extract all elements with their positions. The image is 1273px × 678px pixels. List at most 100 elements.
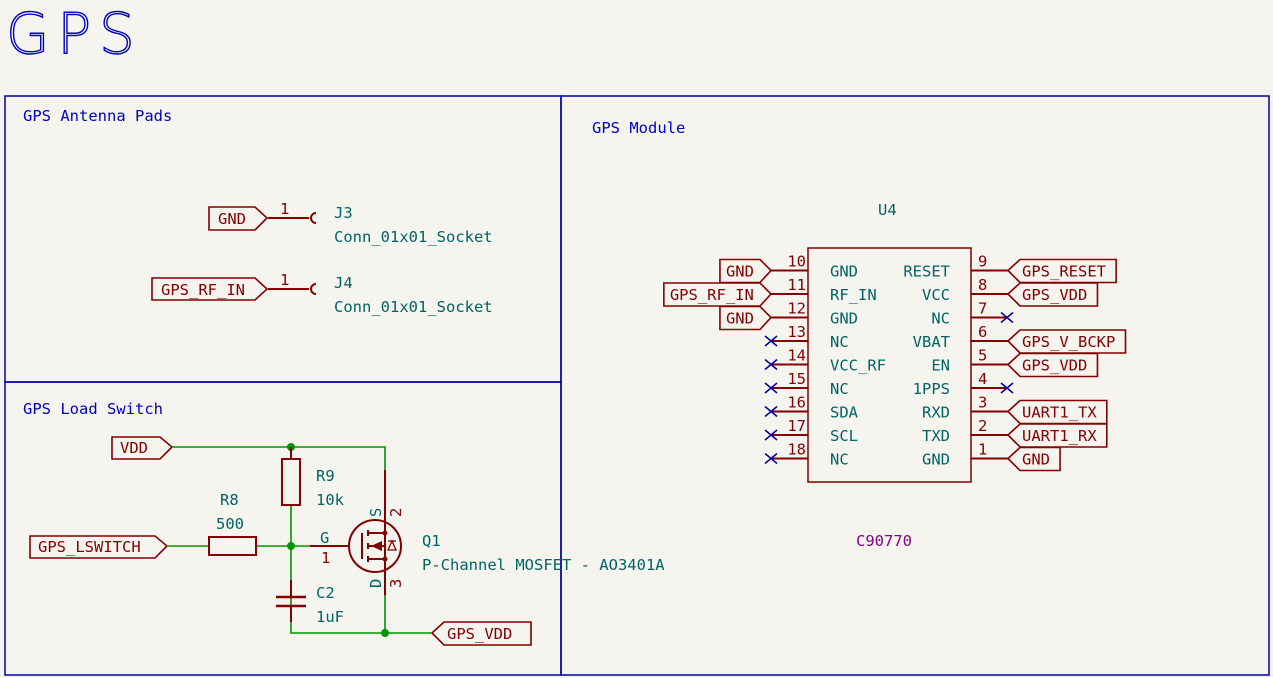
- pin-number: 14: [787, 347, 806, 365]
- load-switch-section-title: GPS Load Switch: [23, 400, 163, 418]
- pin-number: 8: [978, 276, 987, 294]
- no-connect-icon: [1000, 311, 1014, 324]
- j3-ref: J3: [334, 204, 353, 222]
- u4-gps-module[interactable]: U4 C90770 10GNDGND11RF_INGPS_RF_IN12GNDG…: [663, 201, 1127, 550]
- r9-resistor[interactable]: [281, 458, 301, 506]
- no-connect-icon: [1000, 382, 1014, 394]
- net-label-text: GND: [726, 310, 754, 328]
- module-section-box: [560, 95, 1270, 676]
- net-label: [719, 305, 773, 331]
- r8-ref: R8: [220, 491, 239, 509]
- u4-ref: U4: [878, 201, 897, 219]
- net-label-text: GPS_LSWITCH: [38, 538, 141, 556]
- pin-name: RESET: [903, 263, 950, 281]
- pin-name: GND: [830, 310, 858, 328]
- r8-value: 500: [216, 515, 244, 533]
- net-label-text: GPS_RF_IN: [161, 281, 245, 299]
- net-label-text: GPS_V_BCKP: [1022, 333, 1115, 351]
- no-connect-icon: [764, 452, 778, 465]
- r9-value: 10k: [316, 491, 345, 509]
- pin-number: 18: [787, 441, 806, 459]
- q1-value: P-Channel MOSFET - AO3401A: [422, 556, 665, 574]
- pin-number: 10: [787, 253, 806, 271]
- pin-name: NC: [830, 451, 849, 469]
- antenna-section-title: GPS Antenna Pads: [23, 107, 172, 125]
- q1-source-label: S: [367, 508, 385, 517]
- pin-number: 3: [978, 394, 987, 412]
- pin-number: 7: [978, 300, 987, 318]
- pin-number: 4: [978, 370, 987, 388]
- no-connect-icon: [764, 382, 778, 394]
- q1-drain-label: D: [367, 579, 385, 588]
- junction: [287, 542, 295, 550]
- net-label-gps-vdd: [430, 621, 532, 646]
- net-label: [1006, 258, 1117, 284]
- pin-number: 1: [280, 200, 289, 218]
- r9-ref: R9: [316, 467, 335, 485]
- net-label-text: GPS_RF_IN: [670, 286, 754, 304]
- no-connect-icon: [764, 335, 778, 347]
- pin-name: GND: [922, 451, 950, 469]
- pin-name: EN: [931, 357, 950, 375]
- net-label: [663, 282, 773, 307]
- pin-number: 16: [787, 394, 806, 412]
- pin-name: 1PPS: [913, 380, 950, 398]
- pin-number: 15: [787, 370, 806, 388]
- pin-number: 9: [978, 253, 987, 271]
- pin-number: 2: [978, 417, 987, 435]
- j3-value: Conn_01x01_Socket: [334, 228, 493, 246]
- net-label-text: UART1_TX: [1022, 404, 1097, 422]
- net-label-gnd: [208, 206, 269, 231]
- pin-number: 1: [280, 271, 289, 289]
- pin-number: 6: [978, 323, 987, 341]
- c2-capacitor[interactable]: [276, 580, 306, 622]
- net-label: [1006, 423, 1108, 448]
- net-label: [1006, 399, 1108, 425]
- pin-name: NC: [830, 380, 849, 398]
- q1-ref: Q1: [422, 532, 441, 550]
- j4-value: Conn_01x01_Socket: [334, 298, 493, 316]
- j3-connector[interactable]: GND 1 J3 Conn_01x01_Socket: [208, 200, 493, 246]
- net-label-text: GND: [1022, 451, 1050, 469]
- c2-value: 1uF: [316, 608, 344, 626]
- junction: [381, 629, 389, 637]
- pin-number: 5: [978, 347, 987, 365]
- pin-number: 13: [787, 323, 806, 341]
- net-label-text: UART1_RX: [1022, 427, 1097, 445]
- q1-source-pin: 2: [387, 508, 405, 517]
- pin-name: RXD: [922, 404, 950, 422]
- net-label: [1006, 446, 1061, 472]
- q1-mosfet[interactable]: [310, 470, 402, 595]
- module-section-title: GPS Module: [592, 119, 685, 137]
- load-switch-circuit: VDD GPS_LSWITCH GPS_VDD R9 10k R8 500 C2…: [29, 436, 665, 646]
- pin-name: SDA: [830, 404, 859, 422]
- pin-name: VCC_RF: [830, 357, 886, 375]
- net-label-gps-rf-in: [151, 277, 269, 301]
- pin-name: GND: [830, 263, 858, 281]
- no-connect-icon: [764, 429, 778, 441]
- pin-name: RF_IN: [830, 286, 877, 304]
- pin-name: VCC: [922, 286, 950, 304]
- net-label-vdd: [111, 436, 174, 460]
- no-connect-icon: [764, 358, 778, 371]
- pin-name: TXD: [922, 427, 950, 445]
- pin-number: 17: [787, 417, 806, 435]
- net-label-text: GPS_RESET: [1022, 263, 1106, 281]
- net-label-text: GND: [726, 263, 754, 281]
- c2-ref: C2: [316, 584, 335, 602]
- net-label-text: GND: [218, 210, 246, 228]
- q1-gate-label: G: [320, 529, 329, 547]
- pin-name: VBAT: [913, 333, 950, 351]
- socket-icon: [310, 283, 317, 295]
- net-label-text: VDD: [120, 439, 148, 457]
- net-label: [1006, 282, 1099, 307]
- r8-resistor[interactable]: [208, 536, 257, 556]
- pin-number: 12: [787, 300, 806, 318]
- net-label: [719, 258, 773, 284]
- q1-gate-pin: 1: [321, 549, 330, 567]
- pin-name: SCL: [830, 427, 858, 445]
- pin-name: NC: [830, 333, 849, 351]
- net-label-text: GPS_VDD: [1022, 286, 1087, 304]
- j4-connector[interactable]: GPS_RF_IN 1 J4 Conn_01x01_Socket: [151, 271, 493, 316]
